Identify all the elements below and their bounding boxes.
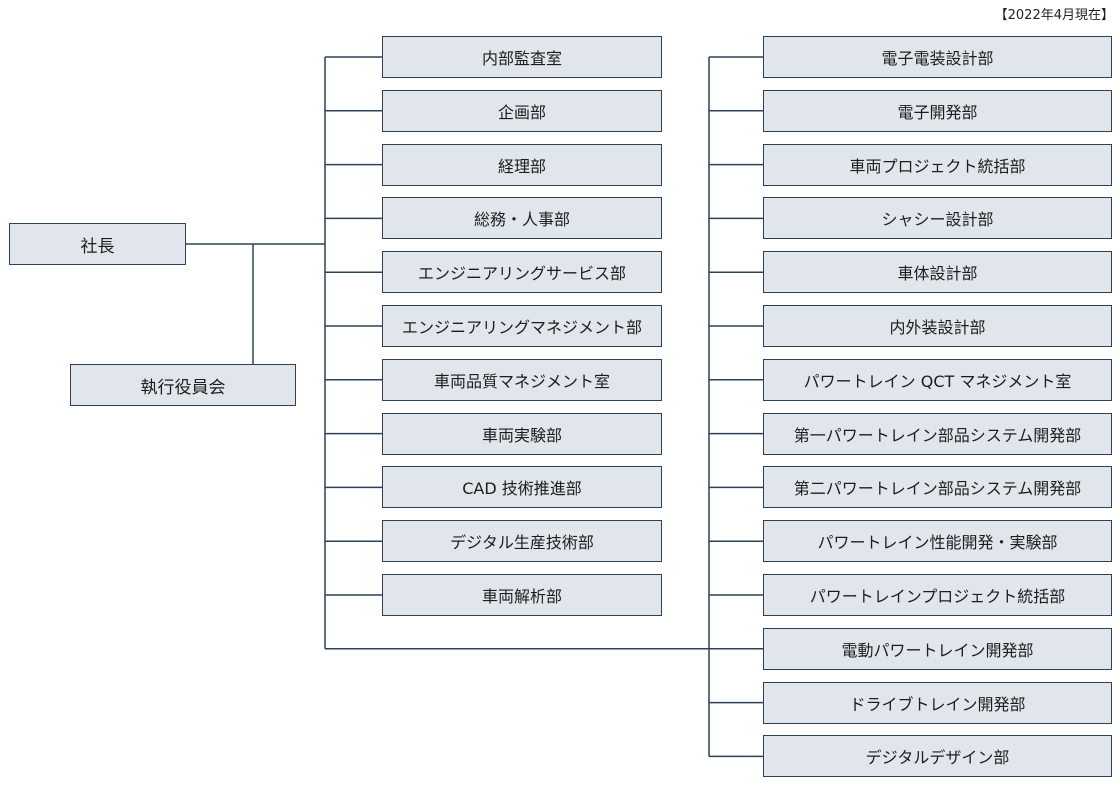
right-department-box-14: デジタルデザイン部 [763, 735, 1112, 778]
right-department-box-5: 車体設計部 [763, 251, 1112, 294]
left-department-box-7: 車両品質マネジメント室 [382, 358, 662, 401]
right-department-box-10: パワートレイン性能開発・実験部 [763, 520, 1112, 563]
left-department-box-5: エンジニアリングサービス部 [382, 251, 662, 294]
left-department-box-4: 総務・人事部 [382, 197, 662, 240]
president-box: 社長 [9, 223, 186, 265]
executive-committee-box: 執行役員会 [70, 364, 296, 406]
right-department-box-3: 車両プロジェクト統括部 [763, 143, 1112, 186]
right-department-box-2: 電子開発部 [763, 89, 1112, 132]
right-department-box-11: パワートレインプロジェクト統括部 [763, 574, 1112, 616]
left-department-box-8: 車両実験部 [382, 412, 662, 455]
left-department-box-11: 車両解析部 [382, 574, 662, 616]
left-department-box-3: 経理部 [382, 143, 662, 186]
left-department-box-1: 内部監査室 [382, 36, 662, 78]
right-department-box-12: 電動パワートレイン開発部 [763, 627, 1112, 670]
right-department-box-1: 電子電装設計部 [763, 36, 1112, 78]
left-department-box-10: デジタル生産技術部 [382, 520, 662, 563]
left-department-box-2: 企画部 [382, 89, 662, 132]
left-department-box-6: エンジニアリングマネジメント部 [382, 305, 662, 347]
right-department-box-4: シャシー設計部 [763, 197, 1112, 240]
right-department-box-8: 第一パワートレイン部品システム開発部 [763, 412, 1112, 455]
right-department-box-7: パワートレイン QCT マネジメント室 [763, 358, 1112, 401]
right-department-box-6: 内外装設計部 [763, 305, 1112, 347]
left-department-box-9: CAD 技術推進部 [382, 466, 662, 509]
as-of-date: 【2022年4月現在】 [994, 8, 1114, 23]
right-department-box-9: 第二パワートレイン部品システム開発部 [763, 466, 1112, 509]
right-department-box-13: ドライブトレイン開発部 [763, 681, 1112, 724]
